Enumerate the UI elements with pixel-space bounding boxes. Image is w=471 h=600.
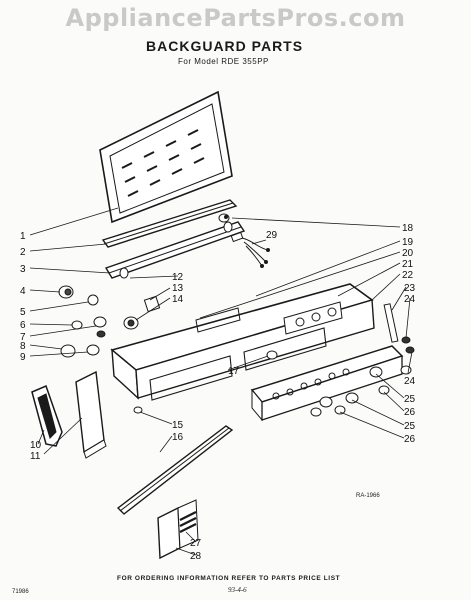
callout-4: 4 <box>20 286 26 297</box>
part-control-panel <box>250 345 404 422</box>
part-switch-13-14 <box>123 295 161 330</box>
callout-3: 3 <box>20 264 26 275</box>
page-mark: 93-4-6 <box>228 586 247 594</box>
part-window-panel <box>99 90 233 224</box>
callout-11: 11 <box>30 451 41 462</box>
part-trim-strip <box>101 199 238 248</box>
part-lamp-tube <box>104 221 246 279</box>
callout-24b: 24 <box>404 376 416 387</box>
callout-25b: 25 <box>404 421 416 432</box>
part-wire-harness <box>230 231 270 268</box>
callout-1: 1 <box>20 231 26 242</box>
callout-21: 21 <box>402 259 414 270</box>
page-title: BACKGUARD PARTS <box>146 38 304 54</box>
callout-29: 29 <box>266 230 278 241</box>
callout-27: 27 <box>190 538 202 549</box>
callout-15: 15 <box>172 420 184 431</box>
part-end-cap <box>31 370 107 459</box>
callout-26: 26 <box>404 407 416 418</box>
callout-10: 10 <box>30 440 42 451</box>
callout-23: 23 <box>404 283 416 294</box>
watermark: AppliancePartsPros.com <box>65 4 406 32</box>
model-subtitle: For Model RDE 355PP <box>178 57 269 66</box>
part-bottom-rail <box>116 406 234 515</box>
part-knobs-left <box>58 285 107 358</box>
callout-5: 5 <box>20 307 26 318</box>
callout-12: 12 <box>172 272 184 283</box>
callout-19: 19 <box>402 237 414 248</box>
callout-26b: 26 <box>404 434 416 445</box>
callout-28: 28 <box>190 551 202 562</box>
part-indicator-light <box>266 350 278 360</box>
callout-2: 2 <box>20 247 26 258</box>
callout-20: 20 <box>402 248 414 259</box>
callout-24: 24 <box>404 294 416 305</box>
callout-9: 9 <box>20 352 26 363</box>
callout-16: 16 <box>172 432 184 443</box>
part-corner-bracket <box>157 499 199 560</box>
callout-25: 25 <box>404 394 416 405</box>
ordering-note: FOR ORDERING INFORMATION REFER TO PARTS … <box>117 575 341 582</box>
part-clip <box>218 213 230 223</box>
leader-lines <box>29 207 413 556</box>
callout-8: 8 <box>20 341 26 352</box>
part-backguard-panel <box>110 283 375 401</box>
callout-labels: 1 2 3 4 5 6 7 8 9 10 11 12 13 14 15 16 1… <box>20 223 416 562</box>
callout-22: 22 <box>402 270 414 281</box>
part-knobs-right <box>310 303 415 417</box>
diagram-ref: RA-1966 <box>356 493 380 499</box>
callout-17: 17 <box>228 366 240 377</box>
callout-18: 18 <box>402 223 414 234</box>
doc-code: 71986 <box>12 589 29 595</box>
callout-7: 7 <box>20 332 26 343</box>
callout-13: 13 <box>172 283 184 294</box>
callout-6: 6 <box>20 320 26 331</box>
callout-14: 14 <box>172 294 184 305</box>
